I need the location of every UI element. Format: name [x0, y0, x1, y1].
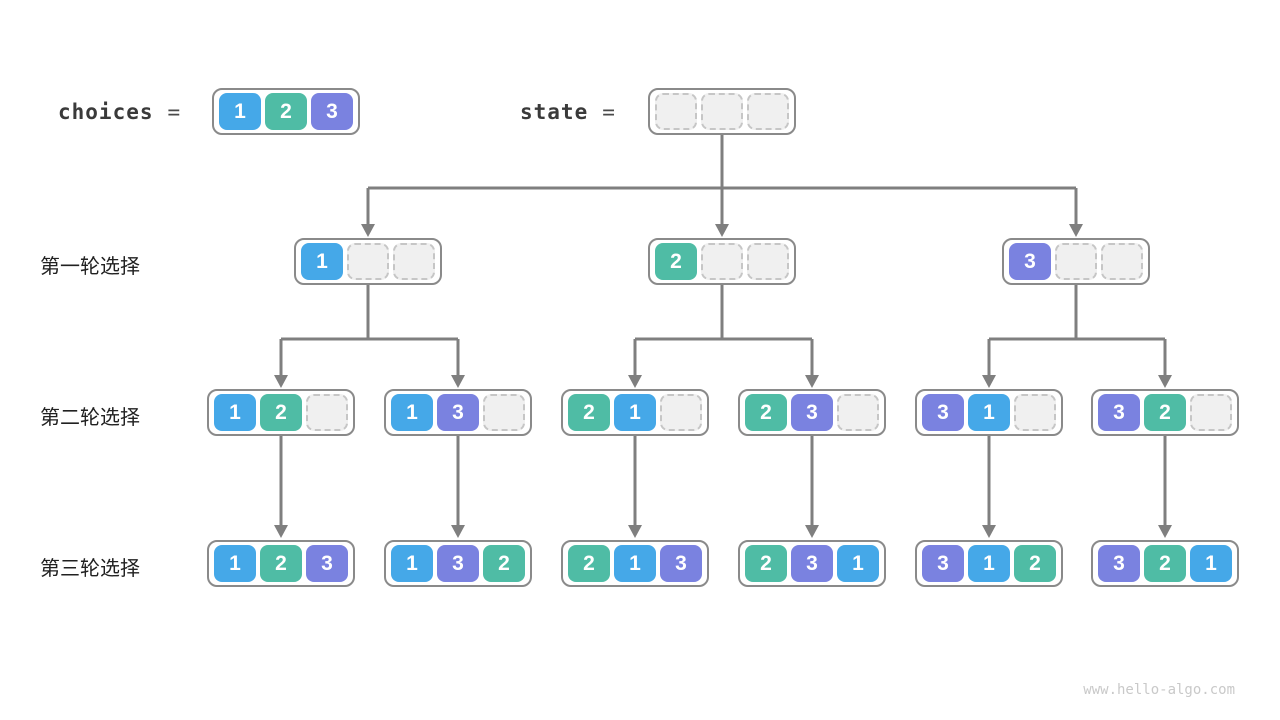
state-cell: 3: [791, 545, 833, 582]
state-label-text: state: [520, 99, 589, 124]
state-cell: 1: [968, 545, 1010, 582]
state-cell: 3: [306, 545, 348, 582]
state-cell: [1014, 394, 1056, 431]
state-cell: [655, 93, 697, 130]
state-cell: 2: [1014, 545, 1056, 582]
state-node-132: 1 3 2: [384, 540, 532, 587]
state-cell: 1: [1190, 545, 1232, 582]
state-cell: 2: [745, 394, 787, 431]
state-node-2: 2: [648, 238, 796, 285]
state-cell: [1101, 243, 1143, 280]
state-node-13: 1 3: [384, 389, 532, 436]
connector-line: [989, 285, 1165, 341]
choices-cell: 3: [311, 93, 353, 130]
state-node-231: 2 3 1: [738, 540, 886, 587]
state-cell: 3: [660, 545, 702, 582]
state-cell: 2: [568, 394, 610, 431]
state-cell: 1: [614, 545, 656, 582]
state-node-21: 2 1: [561, 389, 709, 436]
connector-line: [281, 285, 458, 341]
state-cell: 2: [655, 243, 697, 280]
state-cell: 2: [260, 545, 302, 582]
state-cell: 2: [260, 394, 302, 431]
choices-cell: 1: [219, 93, 261, 130]
state-cell: [747, 93, 789, 130]
state-cell: [306, 394, 348, 431]
state-cell: 1: [391, 394, 433, 431]
choices-array: 1 2 3: [212, 88, 360, 135]
state-node-31: 3 1: [915, 389, 1063, 436]
state-label: state =: [520, 88, 615, 135]
state-cell: 2: [745, 545, 787, 582]
state-node-23: 2 3: [738, 389, 886, 436]
state-cell: 1: [968, 394, 1010, 431]
state-cell: [393, 243, 435, 280]
choices-cell: 2: [265, 93, 307, 130]
state-cell: 2: [568, 545, 610, 582]
state-node-123: 1 2 3: [207, 540, 355, 587]
connector-line: [368, 135, 1076, 190]
state-node-12: 1 2: [207, 389, 355, 436]
state-node-32: 3 2: [1091, 389, 1239, 436]
state-equals-sign: =: [602, 99, 615, 124]
state-cell: 1: [391, 545, 433, 582]
state-cell: 2: [1144, 394, 1186, 431]
round-2-label: 第二轮选择: [40, 407, 140, 429]
round-1-label: 第一轮选择: [40, 256, 140, 278]
state-cell: 1: [301, 243, 343, 280]
state-cell: [347, 243, 389, 280]
state-root-node: [648, 88, 796, 135]
state-cell: 2: [1144, 545, 1186, 582]
state-cell: [701, 243, 743, 280]
state-cell: [1055, 243, 1097, 280]
state-cell: 3: [1009, 243, 1051, 280]
state-cell: [701, 93, 743, 130]
state-cell: [660, 394, 702, 431]
state-cell: 3: [1098, 394, 1140, 431]
state-cell: [837, 394, 879, 431]
choices-equals-sign: =: [167, 99, 181, 124]
state-cell: 1: [614, 394, 656, 431]
state-node-1: 1: [294, 238, 442, 285]
state-cell: 3: [791, 394, 833, 431]
choices-label: choices =: [58, 88, 180, 135]
state-node-312: 3 1 2: [915, 540, 1063, 587]
state-cell: 3: [922, 545, 964, 582]
state-cell: 1: [214, 394, 256, 431]
state-node-321: 3 2 1: [1091, 540, 1239, 587]
state-cell: [483, 394, 525, 431]
watermark: www.hello-algo.com: [1083, 682, 1235, 698]
state-cell: 3: [1098, 545, 1140, 582]
state-node-213: 2 1 3: [561, 540, 709, 587]
round-3-label: 第三轮选择: [40, 558, 140, 580]
state-node-3: 3: [1002, 238, 1150, 285]
state-cell: [1190, 394, 1232, 431]
state-cell: 3: [437, 545, 479, 582]
state-cell: 3: [437, 394, 479, 431]
state-cell: 1: [214, 545, 256, 582]
choices-label-text: choices: [58, 99, 154, 124]
state-cell: 3: [922, 394, 964, 431]
state-cell: 1: [837, 545, 879, 582]
connector-line: [635, 285, 812, 341]
state-cell: 2: [483, 545, 525, 582]
state-cell: [747, 243, 789, 280]
